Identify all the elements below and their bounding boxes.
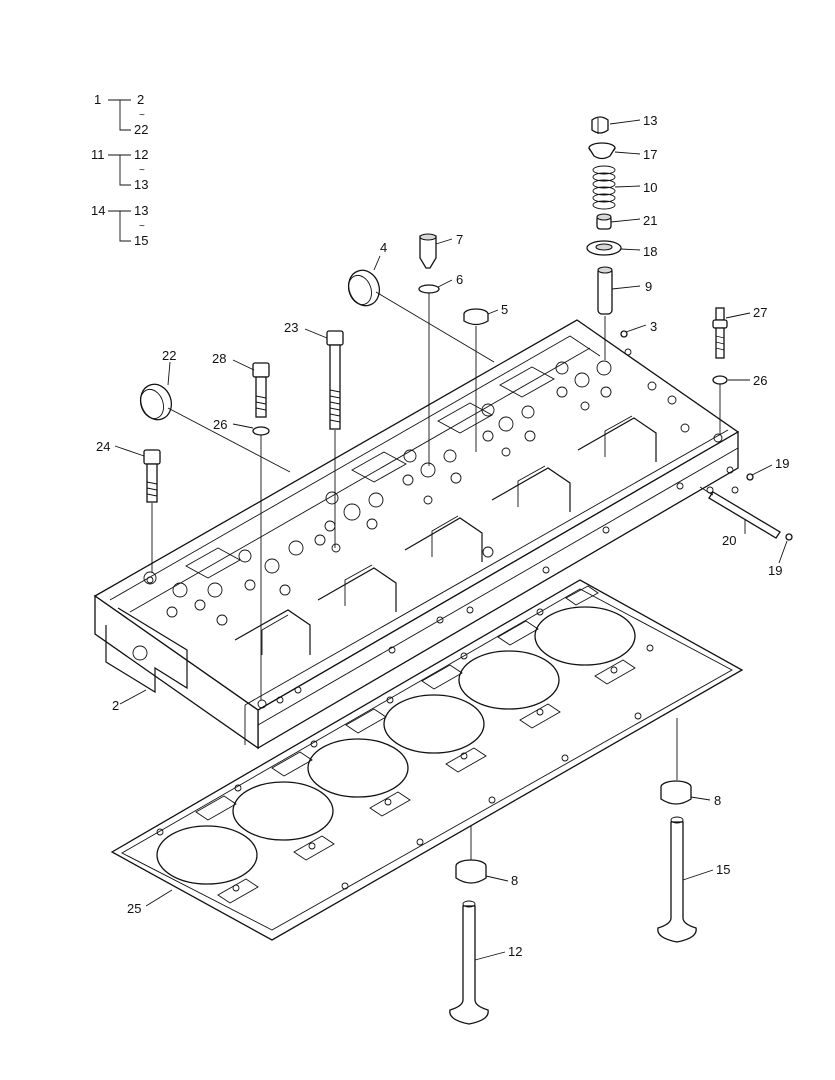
callout-24: 24: [96, 439, 110, 454]
callout-leaders: [114, 119, 788, 961]
plug-19a: [746, 473, 754, 481]
callout-27: 27: [753, 305, 767, 320]
spring-seat-18: [586, 240, 622, 256]
valve-spring-10: [592, 165, 616, 210]
stud-27: [712, 307, 728, 359]
legend-range-symbol: ~: [139, 110, 145, 121]
legend-parent: 14: [91, 203, 105, 218]
callout-26: 26: [213, 417, 227, 432]
callout-25: 25: [127, 901, 141, 916]
callout-9: 9: [645, 279, 652, 294]
callout-numbers: 13 17 10 21 18 9 3 7 6 5 4 22 23 28 26 2…: [96, 113, 789, 959]
o-ring-6: [418, 284, 440, 294]
legend-range-symbol: ~: [139, 165, 145, 176]
callout-26: 26: [753, 373, 767, 388]
callout-7: 7: [456, 232, 463, 247]
valve-guide-9: [597, 266, 613, 315]
seal-5: [463, 308, 489, 326]
callout-19: 19: [775, 456, 789, 471]
collet-13: [591, 116, 609, 134]
callout-20: 20: [722, 533, 736, 548]
callout-13: 13: [643, 113, 657, 128]
expansion-plug-22: [139, 383, 173, 421]
legend-to: 22: [134, 122, 148, 137]
callout-19: 19: [768, 563, 782, 578]
callout-21: 21: [643, 213, 657, 228]
spring-retainer-17: [588, 142, 616, 160]
injector-sleeve-7: [419, 233, 437, 269]
valve-15: [657, 816, 697, 943]
legend-from: 2: [137, 92, 144, 107]
callout-17: 17: [643, 147, 657, 162]
valve-stem-seal-21: [596, 213, 612, 230]
legend-group-11: 11 12 ~ 13: [91, 147, 148, 192]
expansion-plug-4: [347, 269, 381, 307]
cylinder-head: [93, 319, 740, 750]
legend-parent: 1: [94, 92, 101, 107]
legend-group-1: 1 2 ~ 22: [94, 92, 148, 137]
legend-group-14: 14 13 ~ 15: [91, 203, 148, 248]
cylinder-head-end-face: [94, 594, 259, 750]
valve-seal-8a: [660, 780, 692, 805]
callout-4: 4: [380, 240, 387, 255]
callout-23: 23: [284, 320, 298, 335]
tube-20: [699, 486, 781, 539]
legend-range-symbol: ~: [139, 221, 145, 232]
legend-from: 13: [134, 203, 148, 218]
callout-18: 18: [643, 244, 657, 259]
legend-to: 13: [134, 177, 148, 192]
callout-8: 8: [511, 873, 518, 888]
callout-5: 5: [501, 302, 508, 317]
plug-3: [620, 330, 628, 338]
callout-8: 8: [714, 793, 721, 808]
valve-seal-8b: [455, 859, 487, 884]
legend-from: 12: [134, 147, 148, 162]
legend-to: 15: [134, 233, 148, 248]
washer-26a: [252, 426, 270, 436]
valve-12: [449, 900, 489, 1025]
gasket-outline: [110, 579, 744, 941]
callout-12: 12: [508, 944, 522, 959]
plug-19b: [785, 533, 793, 541]
bolt-24: [143, 449, 161, 503]
head-gasket: [110, 579, 744, 941]
callout-3: 3: [650, 319, 657, 334]
callout-28: 28: [212, 351, 226, 366]
callout-2: 2: [112, 698, 119, 713]
callout-10: 10: [643, 180, 657, 195]
bolt-23: [326, 330, 344, 430]
washer-26b: [712, 375, 728, 385]
legend-parent: 11: [91, 147, 105, 162]
callout-15: 15: [716, 862, 730, 877]
bolt-28: [252, 362, 270, 418]
callout-22: 22: [162, 348, 176, 363]
callout-6: 6: [456, 272, 463, 287]
